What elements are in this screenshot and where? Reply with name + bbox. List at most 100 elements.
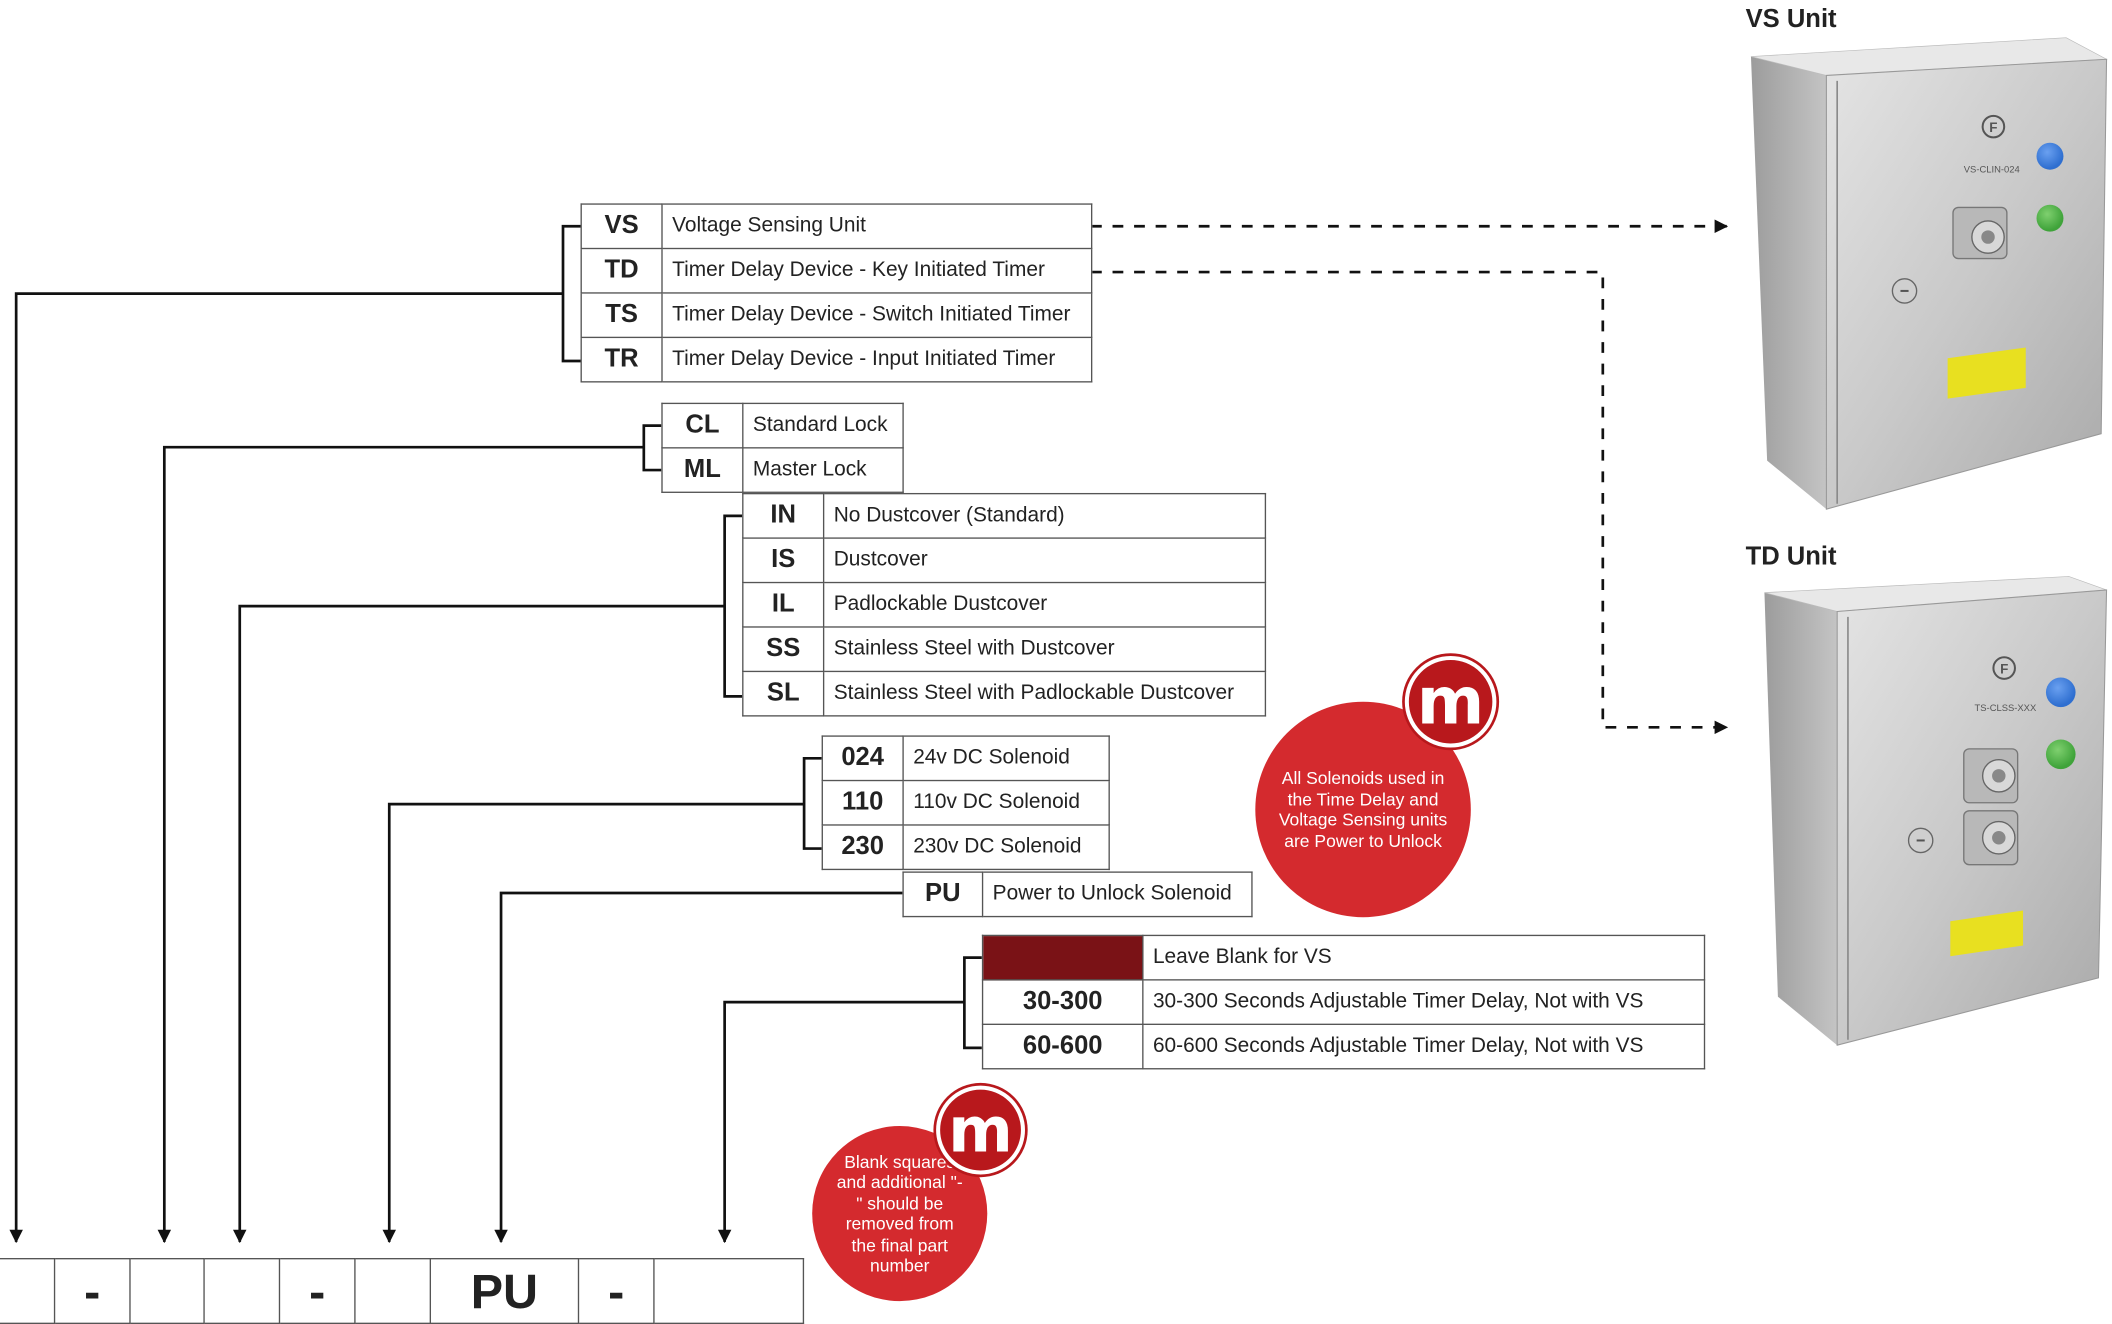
blank-code-cell — [981, 934, 1144, 981]
option-desc: Stainless Steel with Dustcover — [822, 626, 1267, 673]
part-box-voltage — [354, 1258, 432, 1324]
option-code: TR — [580, 336, 663, 383]
connector-voltage — [382, 802, 805, 1244]
m-logo-icon: m — [1404, 655, 1497, 748]
enclosure-door — [1825, 58, 2108, 510]
option-desc: 24v DC Solenoid — [902, 735, 1110, 782]
part-box-dustcover — [203, 1258, 281, 1324]
part-number-boxes: - - PU - — [0, 1258, 805, 1324]
option-desc: Standard Lock — [742, 402, 904, 449]
option-code: IS — [742, 537, 825, 584]
bracket-unit-type — [561, 224, 581, 363]
connector-dustcover — [233, 604, 725, 1244]
option-code: SS — [742, 626, 825, 673]
brand-logo-letter: F — [1989, 120, 1997, 135]
option-desc: 230v DC Solenoid — [902, 824, 1110, 871]
bracket-timer — [963, 956, 982, 1050]
connector-timer — [717, 1000, 965, 1244]
option-code: PU — [902, 871, 984, 918]
vs-unit-label: VS-CLIN-024 — [1964, 163, 2020, 174]
option-desc: Timer Delay Device - Key Initiated Timer — [661, 247, 1093, 294]
part-box-lock — [129, 1258, 205, 1324]
blue-button-icon — [2036, 142, 2064, 170]
part-box-separator: - — [577, 1258, 655, 1324]
option-desc: No Dustcover (Standard) — [822, 492, 1267, 539]
option-code: ML — [661, 447, 744, 493]
option-code: TD — [580, 247, 663, 294]
part-box-separator: - — [53, 1258, 131, 1324]
part-box-separator: - — [278, 1258, 356, 1324]
brand-logo-icon — [1981, 114, 2006, 139]
blank-note-text: Blank squares and additional "-" should … — [836, 1150, 963, 1276]
green-button-icon — [2036, 204, 2064, 232]
option-code: IN — [742, 492, 825, 539]
option-desc: Padlockable Dustcover — [822, 581, 1267, 628]
option-desc: Master Lock — [742, 447, 904, 493]
option-code: 60-600 — [981, 1023, 1144, 1070]
option-desc: Timer Delay Device - Input Initiated Tim… — [661, 336, 1093, 383]
dashed-td-unit — [1090, 270, 1729, 735]
connector-lock — [157, 445, 644, 1244]
m-logo-letter: m — [1416, 664, 1485, 740]
enclosure-side — [1764, 592, 1838, 1046]
option-code: 024 — [821, 735, 904, 782]
option-code: IL — [742, 581, 825, 628]
option-code: SL — [742, 670, 825, 717]
option-desc: 30-300 Seconds Adjustable Timer Delay, N… — [1142, 979, 1706, 1025]
brand-logo-icon — [1992, 656, 2016, 680]
brand-logo-letter: F — [2000, 661, 2008, 676]
solenoid-note-text: All Solenoids used in the Time Delay and… — [1278, 767, 1448, 851]
option-desc: 110v DC Solenoid — [902, 779, 1110, 826]
option-code: CL — [661, 402, 744, 449]
td-unit-label: TS-CLSS-XXX — [1975, 702, 2037, 713]
option-desc: Timer Delay Device - Switch Initiated Ti… — [661, 292, 1093, 339]
option-code: VS — [580, 203, 663, 250]
bracket-dustcover — [723, 514, 743, 698]
option-desc: 60-600 Seconds Adjustable Timer Delay, N… — [1142, 1023, 1706, 1070]
part-box-timer — [653, 1258, 805, 1324]
enclosure-side — [1750, 56, 1827, 510]
m-logo-letter: m — [948, 1093, 1013, 1167]
socket-core — [1981, 230, 1995, 244]
option-code: 230 — [821, 824, 904, 871]
option-desc: Power to Unlock Solenoid — [981, 871, 1253, 918]
td-unit-image: F TS-CLSS-XXX — [1764, 576, 2108, 1046]
option-desc: Voltage Sensing Unit — [661, 203, 1093, 250]
td-unit-title: TD Unit — [1745, 542, 1837, 572]
vs-unit-image: F VS-CLIN-024 — [1750, 37, 2108, 510]
socket-core — [1992, 831, 2006, 845]
connector-solenoid-type — [494, 891, 903, 1244]
option-code: TS — [580, 292, 663, 339]
yellow-label-icon — [1950, 910, 2024, 957]
part-box-unit-type — [0, 1258, 56, 1324]
connector-unit-type — [9, 292, 564, 1244]
part-box-solenoid-type: PU — [429, 1258, 580, 1324]
option-code: 110 — [821, 779, 904, 826]
m-logo-icon: m — [936, 1085, 1025, 1175]
blue-button-icon — [2045, 677, 2076, 708]
green-button-icon — [2045, 739, 2076, 770]
